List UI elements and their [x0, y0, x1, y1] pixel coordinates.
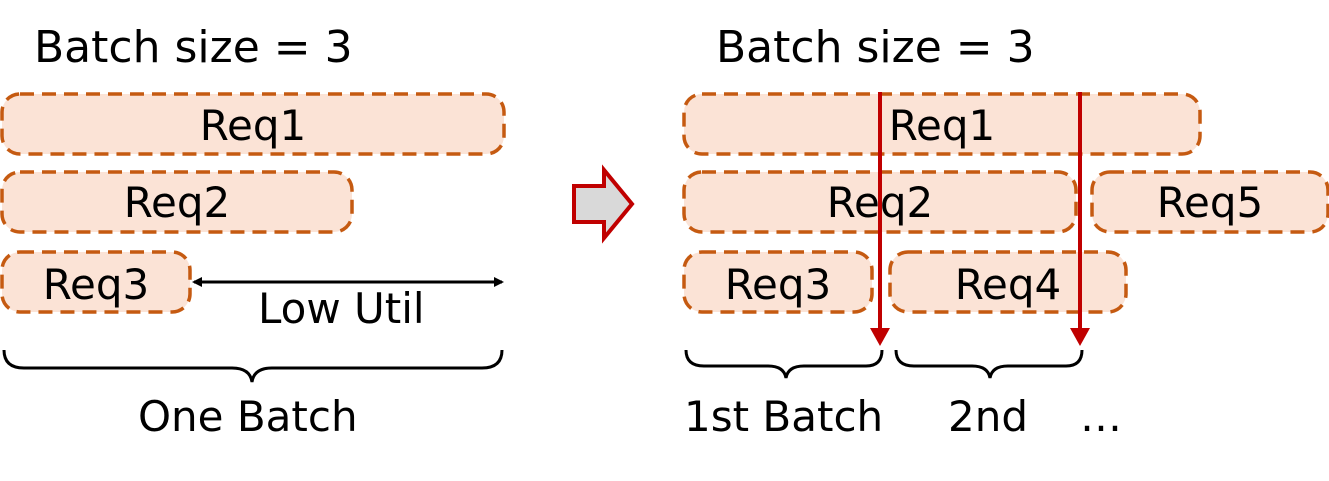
right-req4-label: Req4: [954, 260, 1062, 309]
first-batch-brace: [684, 349, 884, 379]
low-util-label: Low Util: [258, 284, 425, 333]
right-req1-label: Req1: [888, 101, 996, 150]
first-batch-label: 1st Batch: [684, 392, 884, 441]
left-req2-label: Req2: [123, 178, 231, 227]
right-req3-label: Req3: [724, 260, 832, 309]
second-batch-brace: [894, 349, 1084, 379]
left-req3-label: Req3: [42, 260, 150, 309]
batch-boundary-1-head: [870, 328, 890, 346]
left-title: Batch size = 3: [34, 22, 353, 73]
batch-boundary-2-head: [1070, 328, 1090, 346]
more-batches-ellipsis: …: [1080, 392, 1122, 441]
right-req5-label: Req5: [1156, 178, 1264, 227]
second-batch-label: 2nd: [948, 392, 1029, 441]
one-batch-brace: [2, 349, 504, 383]
right-req2-label: Req2: [826, 178, 934, 227]
left-req1-label: Req1: [199, 101, 307, 150]
transition-arrow-icon: [572, 164, 635, 244]
one-batch-label: One Batch: [138, 392, 358, 441]
right-title: Batch size = 3: [716, 22, 1035, 73]
